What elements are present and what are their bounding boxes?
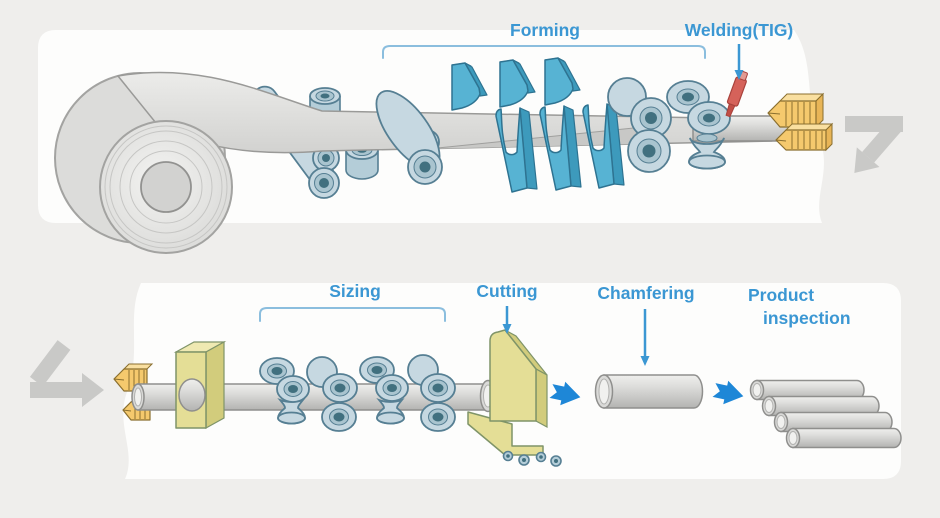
sizing-stand (359, 356, 409, 425)
product-inspection-label: Product inspection (748, 285, 851, 328)
product-inspection-label-line2: inspection (763, 308, 851, 328)
squeeze-spool-bottom (688, 133, 726, 170)
steel-coil-face (99, 120, 233, 254)
cutting-machine (467, 329, 562, 467)
forming-die-top (544, 57, 581, 106)
breakdown-rollers (375, 90, 443, 185)
product-inspection-label-line1: Product (748, 285, 814, 305)
stage-labels: Forming Welding(TIG) Sizing Cutting Cham… (259, 20, 851, 366)
sizing-rollers (259, 354, 456, 432)
clamp-blocks-top-row (767, 92, 834, 152)
coil-center-hole (140, 161, 192, 213)
sizing-stand (407, 354, 456, 432)
forming-die-bottom (495, 107, 538, 193)
finished-pipe (749, 379, 865, 401)
forming-bracket (382, 45, 706, 59)
top-row (54, 57, 834, 254)
welding-label: Welding(TIG) (685, 20, 794, 40)
flow-arrow-inspect (712, 380, 744, 405)
cut-pipe (594, 374, 704, 409)
clamp-block-upper (767, 92, 825, 129)
forming-die-top (499, 59, 536, 108)
bottom-row (113, 329, 902, 467)
forming-label: Forming (510, 20, 580, 40)
sizing-stand (306, 356, 358, 432)
forming-die-top (451, 62, 488, 111)
flow-arrow-from-previous-row (29, 340, 104, 407)
sizing-stand (259, 357, 310, 425)
cutting-label: Cutting (476, 281, 537, 301)
chamfering-label: Chamfering (597, 283, 694, 303)
finished-pipe (785, 427, 902, 449)
sizing-bracket (259, 307, 446, 322)
clamp-block-lower (775, 122, 834, 152)
forming-dies-top (451, 57, 581, 111)
cutter-base (467, 411, 544, 456)
guide-block (173, 340, 227, 430)
forming-dies-bottom (495, 103, 625, 193)
sizing-label: Sizing (329, 281, 381, 301)
forming-die-bottom (539, 105, 582, 191)
squeeze-rollers (607, 77, 731, 173)
guide-block-hole (178, 378, 206, 412)
cutter-blade-housing (489, 329, 537, 422)
finished-pipes (749, 379, 902, 449)
flow-arrow-to-next-row (845, 116, 904, 174)
flow-arrow-cut (549, 381, 581, 406)
cutter-wheels (502, 450, 562, 467)
pinch-rollers-bottom (308, 144, 340, 199)
